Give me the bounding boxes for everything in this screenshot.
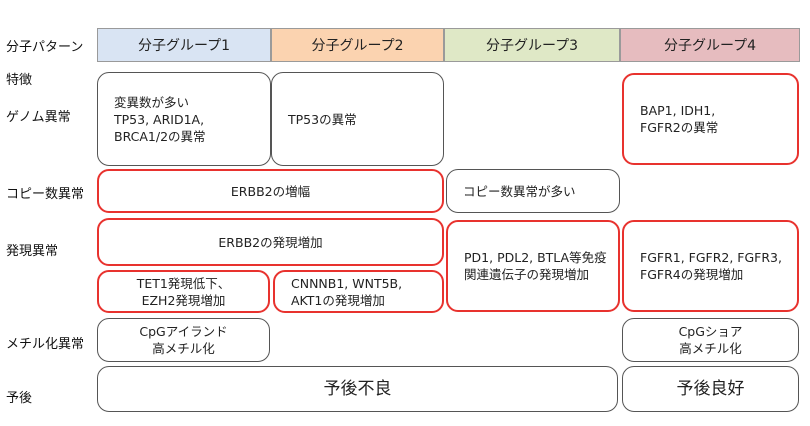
cell-text-line: AKT1の発現増加 [291, 292, 385, 308]
expression-group4-cell: FGFR1, FGFR2, FGFR3, FGFR4の発現増加 [622, 220, 799, 312]
cell-text-line: CpGアイランド [139, 324, 228, 339]
cell-text-line: 高メチル化 [679, 341, 742, 356]
genome-group2-cell: TP53の異常 [271, 72, 444, 166]
group-header-1: 分子グループ1 [97, 28, 271, 62]
row-label-prognosis: 予後 [6, 391, 33, 406]
group-header-4: 分子グループ4 [620, 28, 800, 62]
expression-group3-cell: PD1, PDL2, BTLA等免疫関連遺伝子の発現増加 [446, 220, 620, 312]
row-label-copy: コピー数異常 [6, 187, 85, 202]
expression-group2-sub-cell: CNNNB1, WNT5B,AKT1の発現増加 [273, 270, 444, 313]
prognosis-poor-cell: 予後不良 [97, 366, 618, 412]
cell-text-line: ERBB2の発現増加 [218, 234, 323, 250]
expression-group12-cell: ERBB2の発現増加 [97, 218, 444, 266]
cell-text-line: BRCA1/2の異常 [114, 128, 206, 144]
cell-text-line: TP53, ARID1A, [114, 111, 205, 127]
cell-text-line: TET1発現低下、 [136, 275, 231, 291]
row-label-expression: 発現異常 [6, 244, 59, 259]
expression-group1-sub-cell: TET1発現低下、EZH2発現増加 [97, 270, 270, 313]
cell-text-line: 予後不良 [323, 378, 392, 399]
cell-text-line: FGFR2の異常 [640, 120, 719, 135]
copy-group3-cell: コピー数異常が多い [446, 169, 620, 213]
cell-text-line: 予後良好 [676, 378, 745, 399]
cell-text-line: CNNNB1, WNT5B, [291, 275, 403, 291]
group-header-2: 分子グループ2 [271, 28, 444, 62]
row-label-genome: ゲノム異常 [6, 110, 71, 125]
group-header-3: 分子グループ3 [444, 28, 620, 62]
cell-text-line: FGFR1, FGFR2, FGFR3, [640, 250, 782, 265]
cell-text-line: 変異数が多い [114, 94, 190, 110]
cell-text-line: 関連遺伝子の発現増加 [464, 267, 590, 282]
cell-text-line: ERBB2の増幅 [230, 183, 311, 199]
methylation-group4-cell: CpGショア高メチル化 [622, 318, 799, 362]
copy-group12-cell: ERBB2の増幅 [97, 169, 444, 213]
row-label-methylation: メチル化異常 [6, 337, 85, 352]
cell-text-line: PD1, PDL2, BTLA等免疫 [464, 250, 607, 265]
cell-text-line: EZH2発現増加 [141, 292, 226, 308]
cell-text-line: CpGショア [678, 324, 743, 339]
cell-text-line: コピー数異常が多い [463, 183, 576, 199]
cell-text-line: TP53の異常 [288, 111, 357, 127]
row-label-features: 特徴 [6, 73, 33, 88]
row-label-pattern: 分子パターン [6, 40, 84, 55]
methylation-group1-cell: CpGアイランド高メチル化 [97, 318, 270, 362]
prognosis-good-cell: 予後良好 [622, 366, 799, 412]
cell-text-line: BAP1, IDH1, [640, 103, 716, 118]
cell-text-line: FGFR4の発現増加 [640, 267, 744, 282]
genome-group4-cell: BAP1, IDH1, FGFR2の異常 [622, 73, 799, 165]
cell-text-line: 高メチル化 [152, 341, 215, 356]
